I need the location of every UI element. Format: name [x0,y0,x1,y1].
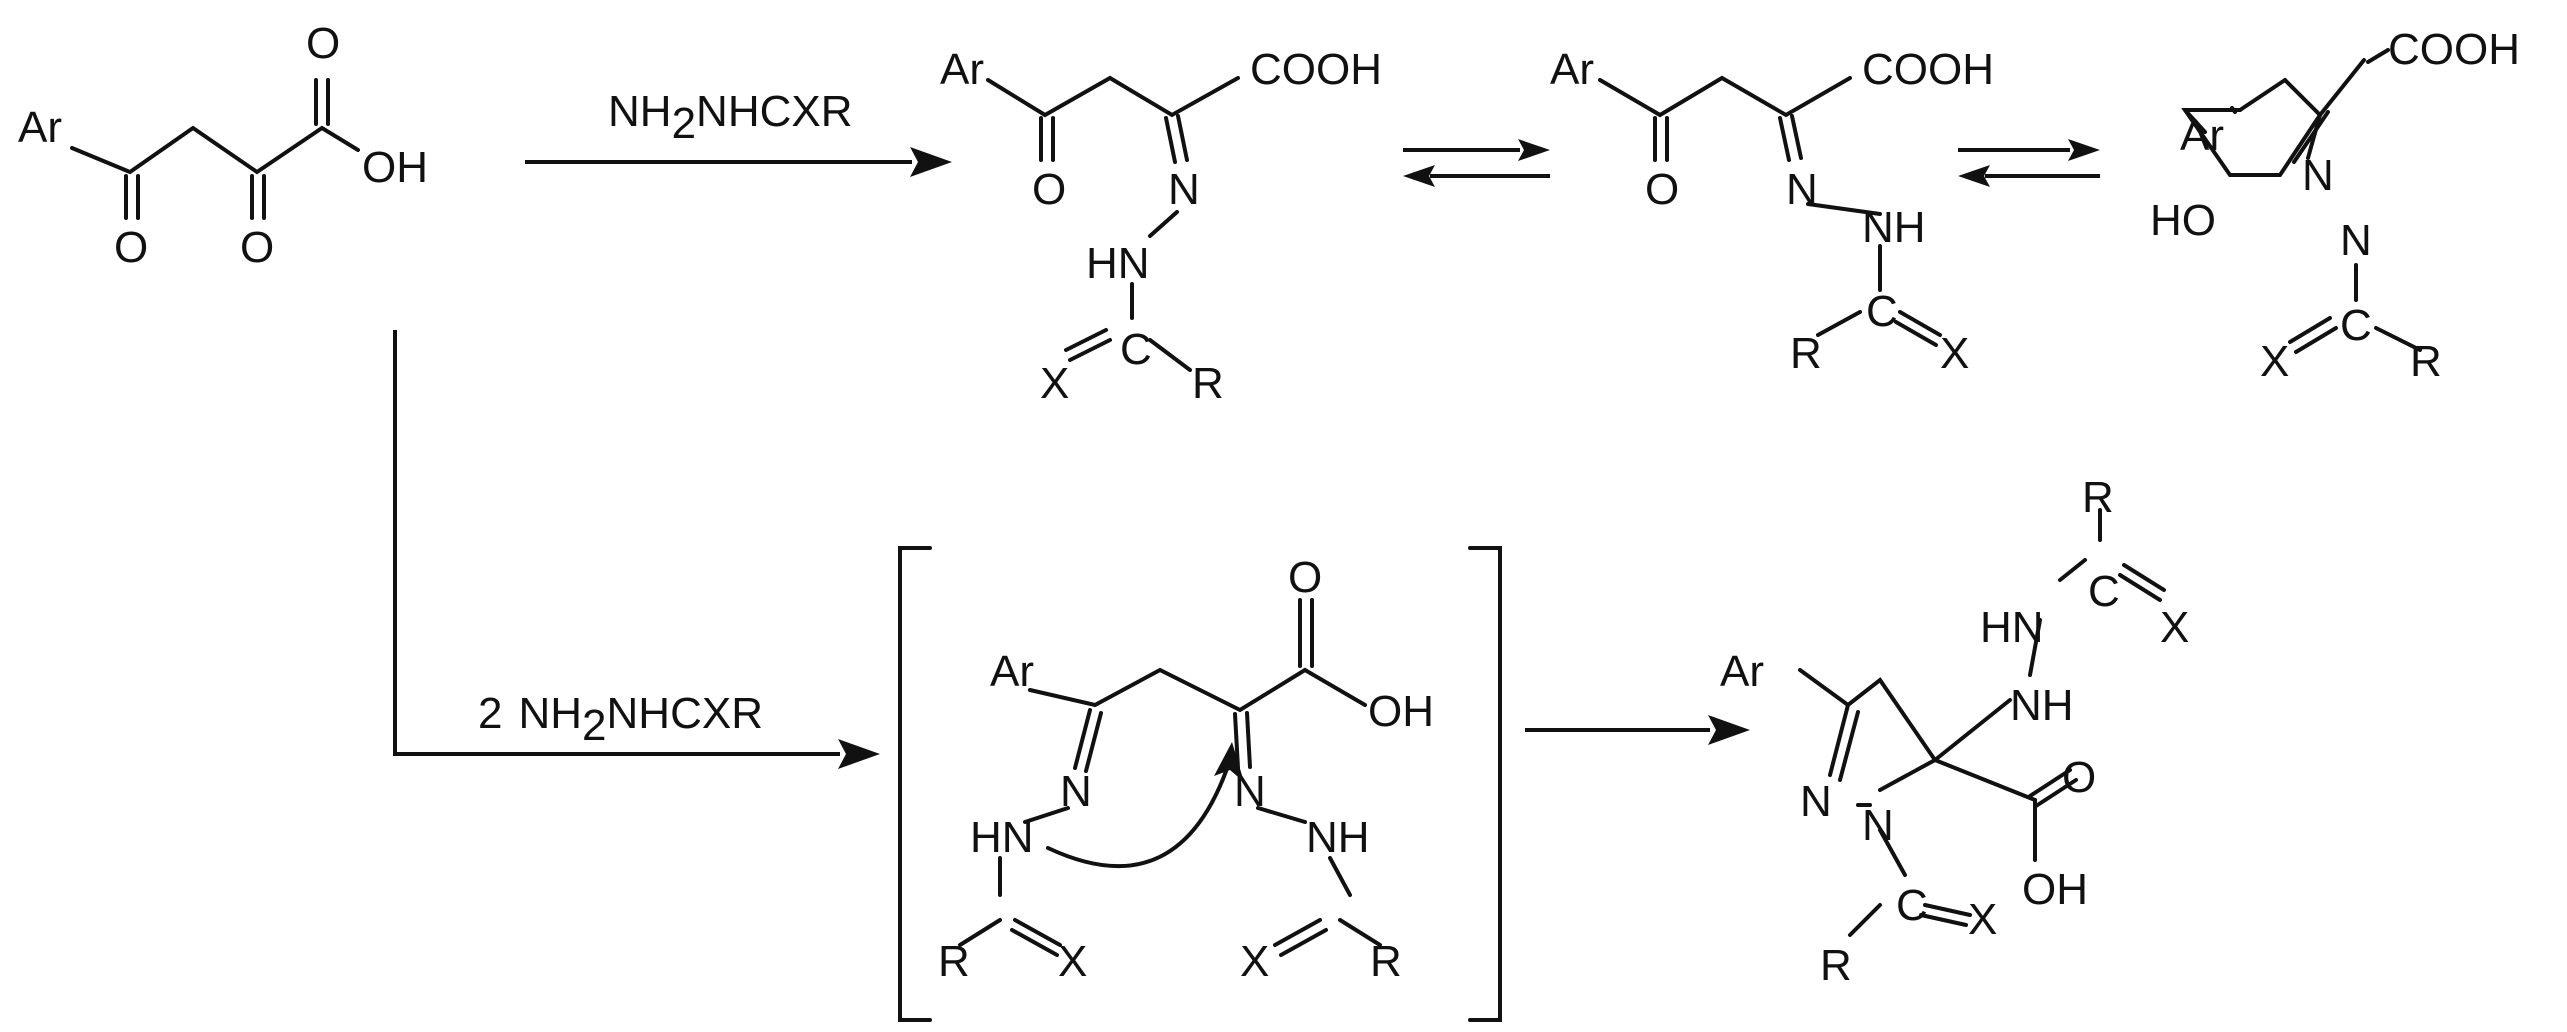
ring-n-label: N [1800,777,1832,826]
x-label: X [1040,359,1069,408]
cooh-label: COOH [1862,45,1994,94]
r-label: R [1820,941,1852,990]
hn-label: HN [970,813,1034,862]
r-label: R [1192,359,1224,408]
pyrazoline-carboxylic-acid-product: Ar R C X HN NH O OH N N C X R [1720,473,2189,990]
reaction-arrow-3 [1525,715,1750,745]
cooh-label: COOH [1250,45,1382,94]
acid-o-label: O [2062,753,2096,802]
ar-label: Ar [18,103,62,152]
ar-label: Ar [2180,111,2224,160]
carbon-c-label: C [2340,301,2372,350]
x-label: X [2260,337,2289,386]
ho-label: HO [2150,196,2216,245]
x-label: X [1968,895,1997,944]
hydroxypyrazoline-product: COOH Ar N HO N C X R [2150,25,2520,386]
acid-oh-label: OH [362,143,428,192]
keto-o-label: O [114,223,148,272]
right-bracket [1468,546,1502,1022]
acid-oh-label: OH [1368,687,1434,736]
nh-label: NH [1862,203,1926,252]
ar-label: Ar [990,647,1034,696]
reagent-label-1: NH2NHCXR [608,87,853,148]
reaction-arrow-1: NH2NHCXR [525,87,952,177]
x-label: X [1058,937,1087,986]
acid-o-label: O [306,19,340,68]
ring-n-label: N [2340,216,2372,265]
keto-o-label: O [1032,165,1066,214]
nh-label: NH [2010,681,2074,730]
carbon-c-label: C [1896,881,1928,930]
keto-o-label: O [240,223,274,272]
hn-label: HN [1086,239,1150,288]
ar-label: Ar [1720,647,1764,696]
cooh-label: COOH [2388,25,2520,74]
imine-n-label: N [1060,767,1092,816]
r-label: R [2082,473,2114,522]
x-label: X [2160,603,2189,652]
nh-label: NH [1306,813,1370,862]
hydrazone-tautomer-b: Ar COOH O N NH C R X [1550,45,1994,378]
imine-n-label: N [1234,767,1266,816]
imine-n-label: N [1168,165,1200,214]
equilibrium-arrows-1 [1403,139,1550,187]
r-label: R [938,937,970,986]
bis-hydrazone-intermediate: Ar O OH N N HN NH R X X R [898,546,1502,1022]
r-label: R [1790,329,1822,378]
hn-label: HN [1980,603,2044,652]
x-label: X [1940,329,1969,378]
keto-o-label: O [1645,165,1679,214]
imine-n-label: N [1786,165,1818,214]
starting-aroylpyruvic-acid: Ar O O O OH [18,19,428,272]
acid-o-label: O [1288,553,1322,602]
equilibrium-arrows-2 [1958,139,2100,187]
ar-label: Ar [940,45,984,94]
ring-n-label: N [1862,801,1894,850]
x-label: X [1240,937,1269,986]
ring-n-label: N [2302,151,2334,200]
r-label: R [1370,937,1402,986]
carbon-c-label: C [1866,287,1898,336]
left-bracket [898,546,932,1022]
hydrazone-tautomer-a: Ar COOH O N HN C X R [940,45,1382,408]
r-label: R [2410,337,2442,386]
acid-oh-label: OH [2022,865,2088,914]
ar-label: Ar [1550,45,1594,94]
carbon-c-label: C [1120,325,1152,374]
carbon-c-label: C [2088,567,2120,616]
